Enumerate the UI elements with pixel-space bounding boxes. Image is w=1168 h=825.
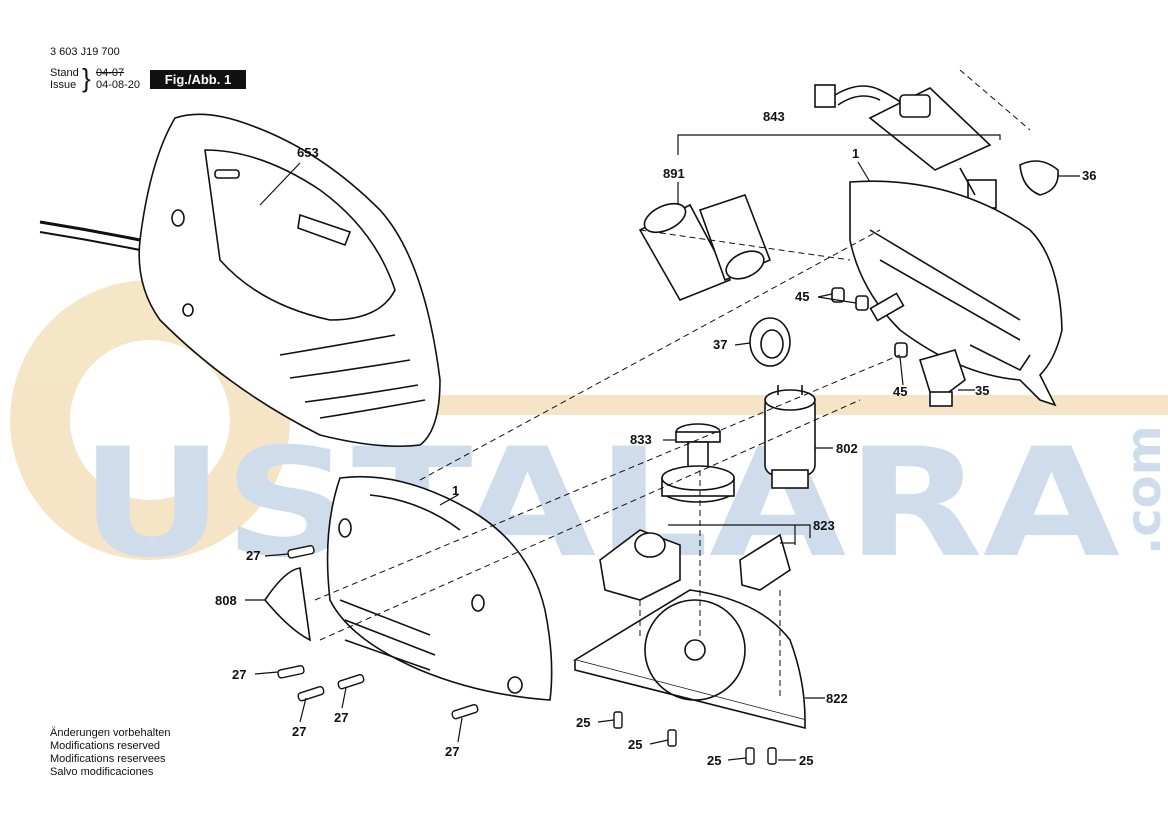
callout-36: 36 (1082, 168, 1096, 183)
callout-1-top: 1 (852, 146, 859, 161)
end-cap-part (1019, 160, 1059, 196)
callout-25-c: 25 (707, 753, 721, 768)
callout-27-d: 27 (334, 710, 348, 725)
callout-27-e: 27 (445, 744, 459, 759)
callout-27-c: 27 (292, 724, 306, 739)
label-part (264, 567, 312, 642)
callout-808: 808 (215, 593, 237, 608)
watermark: USTALARA .com (10, 280, 1168, 591)
footer-note-fr: Modifications reservees (50, 753, 166, 765)
callout-1-mid: 1 (452, 483, 459, 498)
callout-37: 37 (713, 337, 727, 352)
leader-lines (245, 134, 1080, 761)
motor-part (764, 385, 816, 489)
stand-date: 04-07 (96, 67, 125, 79)
callout-25-d: 25 (799, 753, 813, 768)
callout-27-a: 27 (246, 548, 260, 563)
callout-45-b: 45 (893, 384, 907, 399)
issue-date: 04-08-20 (96, 79, 141, 91)
battery-pack-part (638, 193, 772, 302)
callout-27-b: 27 (232, 667, 246, 682)
stand-label: Stand (50, 67, 79, 79)
callout-35: 35 (975, 383, 989, 398)
callout-802: 802 (836, 441, 858, 456)
doc-number: 3 603 J19 700 (50, 46, 120, 58)
gear-part (661, 423, 735, 503)
watermark-suffix: .com (1116, 425, 1168, 555)
charger-part (39, 113, 441, 448)
callout-833: 833 (630, 432, 652, 447)
brace-glyph: } (82, 63, 91, 93)
callout-45-a: 45 (795, 289, 809, 304)
callout-653: 653 (297, 145, 319, 160)
screw-parts (277, 545, 777, 765)
sanding-plate-part (572, 589, 806, 730)
callout-25-b: 25 (628, 737, 642, 752)
callout-891: 891 (663, 166, 685, 181)
callout-822: 822 (826, 691, 848, 706)
callout-25-a: 25 (576, 715, 590, 730)
bracket-parts (599, 529, 791, 601)
callout-843: 843 (763, 109, 785, 124)
housing-half-right-part (849, 180, 1063, 407)
figure-label: Fig./Abb. 1 (150, 70, 246, 89)
issue-label: Issue (50, 79, 77, 91)
small-parts (749, 287, 966, 407)
switch-board-part (814, 84, 997, 209)
footer-note-es: Salvo modificaciones (50, 766, 154, 778)
housing-half-left-part (326, 475, 553, 701)
watermark-text: USTALARA (80, 417, 1120, 591)
footer-note-en: Modifications reserved (50, 740, 161, 752)
callout-823: 823 (813, 518, 835, 533)
assembly-dashed-lines (314, 69, 1031, 700)
footer-note-de: Änderungen vorbehalten (50, 727, 171, 739)
